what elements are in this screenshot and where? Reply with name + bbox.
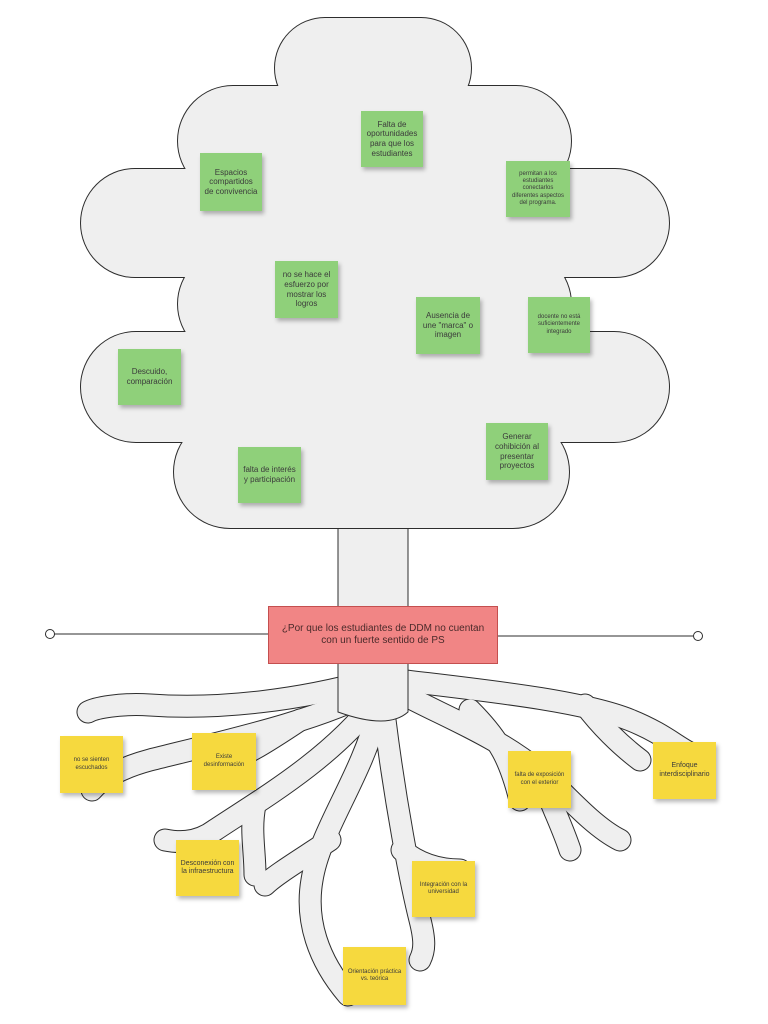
tree-crown xyxy=(80,17,670,529)
crown-note-ausencia-marca[interactable]: Ausencia de une "marca" o imagen xyxy=(416,297,480,354)
crown-note-generar-cohibicion[interactable]: Generar cohibición al presentar proyecto… xyxy=(486,423,548,480)
crown-note-permitan-estudiantes[interactable]: permitan a los estudiantes conectarlos d… xyxy=(506,161,570,217)
root-note-enfoque-interdisciplinario[interactable]: Enfoque interdisciplinario xyxy=(653,742,716,799)
right-end-circle[interactable] xyxy=(693,631,703,641)
left-end-circle[interactable] xyxy=(45,629,55,639)
crown-note-descuido-comparacion[interactable]: Descuido, comparación xyxy=(118,349,181,405)
note-text: Integración con la universidad xyxy=(419,881,468,895)
crown-note-falta-oportunidades[interactable]: Falta de oportunidades para que los estu… xyxy=(361,111,423,167)
root-note-falta-exposicion[interactable]: falta de exposición con el exterior xyxy=(508,751,571,808)
root-note-desconexion-infraestructura[interactable]: Desconexión con la infraestructura xyxy=(176,840,239,896)
note-text: Existe desinformación xyxy=(203,754,245,768)
note-text: permitan a los estudiantes conectarlos d… xyxy=(511,171,565,206)
note-text: docente no está suficientemente integrad… xyxy=(537,314,581,335)
crown-note-falta-interes[interactable]: falta de interés y participación xyxy=(238,447,301,503)
note-text: Enfoque interdisciplinario xyxy=(659,762,710,778)
note-text: Falta de oportunidades para que los estu… xyxy=(366,119,418,158)
crown-note-espacios-compartidos[interactable]: Espacios compartidos de convivencia xyxy=(200,153,262,211)
root-note-integracion-universidad[interactable]: Integración con la universidad xyxy=(412,861,475,917)
note-text: Espacios compartidos de convivencia xyxy=(204,167,258,196)
central-question-box[interactable]: ¿Por que los estudiantes de DDM no cuent… xyxy=(268,606,498,664)
note-text: Ausencia de une "marca" o imagen xyxy=(422,311,474,340)
note-text: Orientación práctica vs. teórica xyxy=(347,968,402,982)
note-text: Desconexión con la infraestructura xyxy=(180,859,235,875)
central-question-text: ¿Por que los estudiantes de DDM no cuent… xyxy=(281,622,485,647)
note-text: falta de exposición con el exterior xyxy=(514,772,565,786)
note-text: no se hace el esfuerzo por mostrar los l… xyxy=(282,270,331,309)
crown-note-docente-no-integrado[interactable]: docente no está suficientemente integrad… xyxy=(528,297,590,353)
crown-note-no-esfuerzo-logros[interactable]: no se hace el esfuerzo por mostrar los l… xyxy=(275,261,338,318)
root-note-no-escuchados[interactable]: no se sienten escuchados xyxy=(60,736,123,793)
connector-line xyxy=(45,629,703,641)
note-text: Generar cohibición al presentar proyecto… xyxy=(494,432,540,471)
root-note-existe-desinformacion[interactable]: Existe desinformación xyxy=(192,733,256,790)
note-text: falta de interés y participación xyxy=(243,465,296,484)
note-text: Descuido, comparación xyxy=(126,367,173,386)
root-note-orientacion-practica[interactable]: Orientación práctica vs. teórica xyxy=(343,947,406,1005)
note-text: no se sienten escuchados xyxy=(73,757,110,771)
